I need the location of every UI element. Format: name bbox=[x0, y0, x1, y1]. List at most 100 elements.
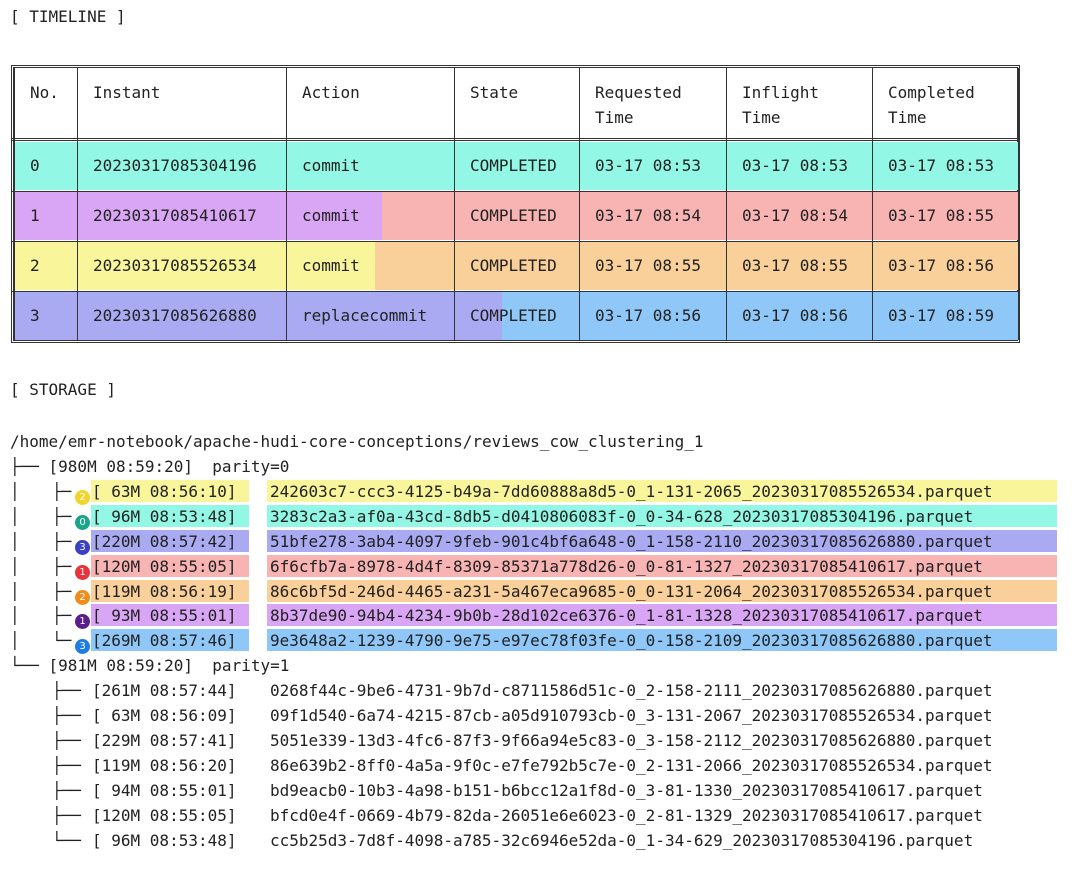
file-name-highlight bbox=[267, 479, 1057, 502]
file-name[interactable]: 86c6bf5d-246d-4465-a231-5a467eca9685-0_0… bbox=[270, 581, 993, 601]
tree-branch: ├─ bbox=[52, 481, 72, 501]
tree-vertical-guide: │ bbox=[10, 531, 20, 551]
timeline-column-divider bbox=[872, 68, 873, 340]
tree-branch: ├── bbox=[52, 755, 91, 775]
file-meta: [119M 08:56:19] bbox=[92, 581, 237, 601]
file-name[interactable]: 3283c2a3-af0a-43cd-8db5-d0410806083f-0_0… bbox=[270, 506, 974, 526]
file-meta: [119M 08:56:20] bbox=[92, 755, 237, 775]
timeline-header-5-line2: Time bbox=[742, 108, 781, 127]
instant-badge: 2 bbox=[75, 589, 90, 605]
tree-vertical-guide: │ bbox=[10, 556, 20, 576]
timeline-title: [ TIMELINE ] bbox=[10, 7, 126, 26]
timeline-cell-instant: 20230317085526534 bbox=[93, 256, 257, 275]
file-name[interactable]: 51bfe278-3ab4-4097-9feb-901c4bf6a648-0_1… bbox=[270, 531, 993, 551]
timeline-cell-action: commit bbox=[302, 156, 360, 175]
instant-badge-wrapper: 2 bbox=[75, 583, 90, 608]
tree-vertical-guide: │ bbox=[10, 506, 20, 526]
timeline-cell-action: commit bbox=[302, 256, 360, 275]
timeline-header-3: State bbox=[470, 83, 519, 102]
timeline-column-divider bbox=[454, 68, 455, 340]
file-meta-highlight bbox=[91, 579, 249, 602]
timeline-cell-completed: 03-17 08:55 bbox=[888, 206, 994, 225]
storage-title: [ STORAGE ] bbox=[10, 380, 116, 399]
timeline-cell-inflight: 03-17 08:54 bbox=[742, 206, 848, 225]
instant-badge-wrapper: 3 bbox=[75, 632, 90, 657]
timeline-header-4: Requested bbox=[595, 83, 682, 102]
tree-branch: ├── bbox=[52, 805, 91, 825]
file-meta: [120M 08:55:05] bbox=[92, 556, 237, 576]
instant-badge-wrapper: 0 bbox=[75, 508, 90, 533]
partition-meta: [981M 08:59:20] bbox=[48, 656, 194, 676]
timeline-column-divider bbox=[1018, 68, 1019, 340]
timeline-cell-state: COMPLETED bbox=[470, 206, 557, 225]
timeline-cell-action: replacecommit bbox=[302, 306, 428, 325]
timeline-cell-inflight: 03-17 08:53 bbox=[742, 156, 848, 175]
file-meta: [120M 08:55:05] bbox=[92, 805, 237, 825]
timeline-cell-state: COMPLETED bbox=[470, 306, 557, 325]
file-name[interactable]: bd9eacb0-10b3-4a98-b151-b6bcc12a1f8d-0_3… bbox=[270, 780, 983, 800]
file-meta: [261M 08:57:44] bbox=[92, 681, 237, 701]
file-name[interactable]: 6f6cfb7a-8978-4d4f-8309-85371a778d26-0_0… bbox=[270, 556, 983, 576]
instant-badge: 2 bbox=[75, 489, 90, 505]
file-meta: [ 94M 08:55:01] bbox=[92, 780, 237, 800]
file-name-highlight bbox=[267, 579, 1057, 602]
file-name[interactable]: 5051e339-13d3-4fc6-87f3-9f66a94e5c83-0_3… bbox=[270, 730, 993, 750]
timeline-header-4-line2: Time bbox=[595, 108, 634, 127]
file-name-highlight bbox=[267, 504, 1057, 527]
instant-badge-wrapper: 2 bbox=[75, 483, 90, 508]
file-name[interactable]: 9e3648a2-1239-4790-9e75-e97ec78f03fe-0_0… bbox=[270, 631, 993, 651]
tree-vertical-guide: │ bbox=[10, 481, 20, 501]
timeline-cell-inflight: 03-17 08:56 bbox=[742, 306, 848, 325]
instant-badge-wrapper: 1 bbox=[75, 558, 90, 583]
timeline-header-0: No. bbox=[30, 83, 59, 102]
tree-branch: ├─ bbox=[52, 556, 72, 576]
instant-badge: 3 bbox=[75, 539, 90, 555]
timeline-row-divider bbox=[11, 241, 1020, 242]
timeline-cell-no: 0 bbox=[30, 156, 40, 175]
timeline-header-divider bbox=[11, 138, 1020, 141]
file-meta-highlight bbox=[91, 504, 249, 527]
tree-branch: ├─ bbox=[52, 581, 72, 601]
timeline-column-divider bbox=[77, 68, 78, 340]
file-name[interactable]: 8b37de90-94b4-4234-9b0b-28d102ce6376-0_1… bbox=[270, 606, 983, 626]
file-name[interactable]: 242603c7-ccc3-4125-b49a-7dd60888a8d5-0_1… bbox=[270, 481, 993, 501]
timeline-row-highlight bbox=[375, 242, 1018, 290]
file-name[interactable]: cc5b25d3-7d8f-4098-a785-32c6946e52da-0_1… bbox=[270, 830, 974, 850]
instant-badge-wrapper: 3 bbox=[75, 533, 90, 558]
file-name-highlight bbox=[267, 629, 1057, 652]
timeline-row-highlight bbox=[14, 292, 502, 340]
timeline-header-2: Action bbox=[302, 83, 360, 102]
timeline-row-highlight bbox=[502, 292, 1018, 340]
instant-badge-wrapper: 1 bbox=[75, 607, 90, 632]
storage-path: /home/emr-notebook/apache-hudi-core-conc… bbox=[10, 432, 704, 451]
file-name[interactable]: 09f1d540-6a74-4215-87cb-a05d910793cb-0_3… bbox=[270, 706, 993, 725]
file-name[interactable]: bfcd0e4f-0669-4b79-82da-26051e6e6023-0_2… bbox=[270, 805, 983, 825]
partition-meta: [980M 08:59:20] bbox=[48, 457, 194, 476]
tree-vertical-guide: │ bbox=[10, 631, 20, 651]
file-meta: [ 96M 08:53:48] bbox=[92, 830, 237, 850]
tree-vertical-guide: │ bbox=[10, 606, 20, 626]
timeline-header-6-line2: Time bbox=[888, 108, 927, 127]
partition-row: ├── [980M 08:59:20] parity=0 bbox=[10, 454, 289, 479]
timeline-column-divider bbox=[726, 68, 727, 340]
timeline-cell-no: 1 bbox=[30, 206, 40, 225]
timeline-row-highlight bbox=[14, 192, 382, 240]
timeline-cell-completed: 03-17 08:53 bbox=[888, 156, 994, 175]
tree-branch: ├─ bbox=[52, 606, 72, 626]
timeline-cell-inflight: 03-17 08:55 bbox=[742, 256, 848, 275]
timeline-cell-action: commit bbox=[302, 206, 360, 225]
tree-branch: └── bbox=[52, 830, 91, 850]
instant-badge: 1 bbox=[75, 564, 90, 580]
timeline-cell-requested: 03-17 08:54 bbox=[595, 206, 701, 225]
file-meta: [ 93M 08:55:01] bbox=[92, 606, 237, 626]
tree-branch: └── bbox=[10, 656, 49, 676]
file-meta-highlight bbox=[91, 629, 249, 652]
timeline-cell-completed: 03-17 08:56 bbox=[888, 256, 994, 275]
instant-badge: 1 bbox=[75, 614, 90, 630]
timeline-column-divider bbox=[14, 68, 15, 340]
partition-name: parity=1 bbox=[193, 656, 290, 676]
file-name[interactable]: 86e639b2-8ff0-4a5a-9f0c-e7fe792b5c7e-0_2… bbox=[270, 755, 993, 775]
file-meta-highlight bbox=[91, 479, 249, 502]
file-name[interactable]: 0268f44c-9be6-4731-9b7d-c8711586d51c-0_2… bbox=[270, 681, 993, 701]
file-meta: [220M 08:57:42] bbox=[92, 531, 237, 551]
